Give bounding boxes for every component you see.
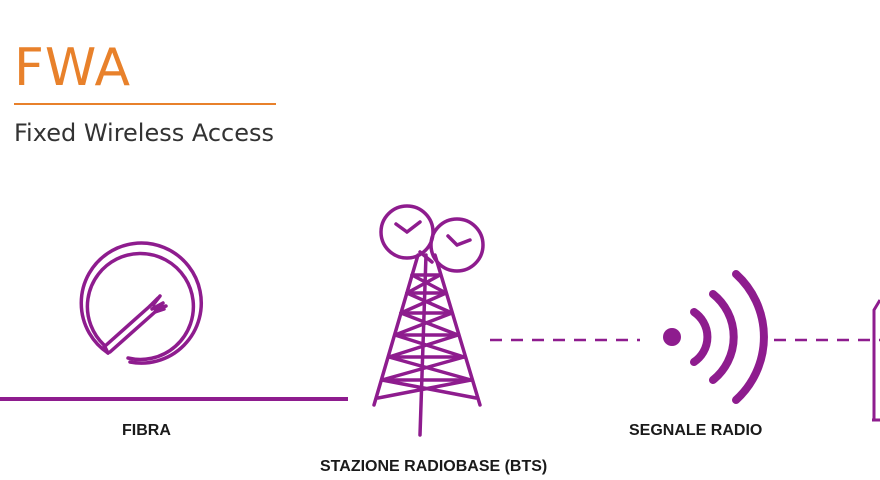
title-underline (14, 103, 276, 105)
base-station-label: STAZIONE RADIOBASE (BTS) (320, 458, 548, 475)
radio-signal-icon (663, 270, 768, 404)
page-subtitle: Fixed Wireless Access (14, 119, 275, 147)
page-title: FWA (14, 38, 132, 98)
fiber-label: FIBRA (122, 422, 171, 439)
radio-signal-label: SEGNALE RADIO (629, 422, 763, 439)
fiber-coil-icon (79, 241, 203, 365)
receiver-icon (872, 299, 880, 422)
base-station-tower-icon (372, 204, 485, 437)
